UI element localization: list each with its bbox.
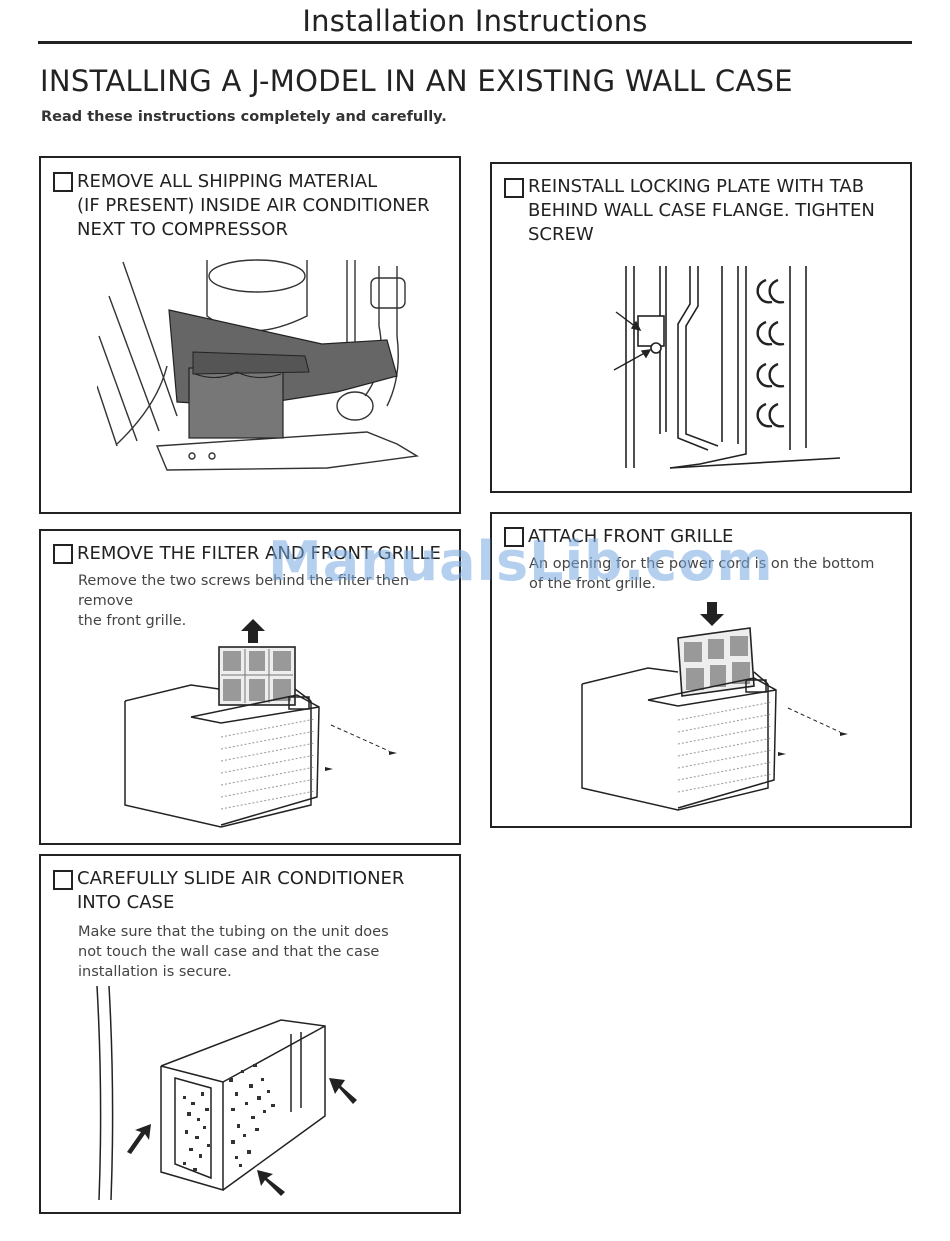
page-header: Installation Instructions	[38, 0, 912, 44]
section-title: INSTALLING A J-MODEL IN AN EXISTING WALL…	[40, 64, 793, 98]
step-slide-air-conditioner: CAREFULLY SLIDE AIR CONDITIONER INTO CAS…	[39, 854, 461, 1214]
step-title: CAREFULLY SLIDE AIR CONDITIONER INTO CAS…	[77, 868, 405, 913]
step-title: REINSTALL LOCKING PLATE WITH TAB BEHIND …	[528, 176, 875, 245]
step-checkbox[interactable]	[504, 178, 524, 198]
grille-attach-illustration	[581, 602, 848, 811]
step-checkbox[interactable]	[53, 544, 73, 564]
step-title: REMOVE ALL SHIPPING MATERIAL (IF PRESENT…	[77, 171, 430, 240]
step-description: Make sure that the tubing on the unit do…	[78, 924, 389, 980]
step-checkbox[interactable]	[53, 172, 73, 192]
filter-removal-illustration	[124, 619, 397, 828]
step-description: An opening for the power cord is on the …	[529, 556, 875, 592]
step-attach-front-grille: ATTACH FRONT GRILLE An opening for the p…	[490, 512, 912, 828]
page-title: Installation Instructions	[302, 4, 648, 38]
slide-unit-illustration	[96, 985, 357, 1201]
compressor-illustration	[97, 259, 420, 471]
coil-texture	[183, 1064, 275, 1171]
step-checkbox[interactable]	[53, 870, 73, 890]
step-title: ATTACH FRONT GRILLE	[528, 526, 734, 547]
step-description: Remove the two screws behind the filter …	[78, 573, 410, 629]
step-remove-filter-and-grille: REMOVE THE FILTER AND FRONT GRILLE Remov…	[39, 529, 461, 845]
step-checkbox[interactable]	[504, 527, 524, 547]
step-title: REMOVE THE FILTER AND FRONT GRILLE	[77, 543, 441, 564]
locking-plate-illustration	[613, 266, 841, 469]
step-remove-shipping-material: REMOVE ALL SHIPPING MATERIAL (IF PRESENT…	[39, 156, 461, 514]
intro-text: Read these instructions completely and c…	[41, 109, 447, 125]
step-reinstall-locking-plate: REINSTALL LOCKING PLATE WITH TAB BEHIND …	[490, 162, 912, 493]
